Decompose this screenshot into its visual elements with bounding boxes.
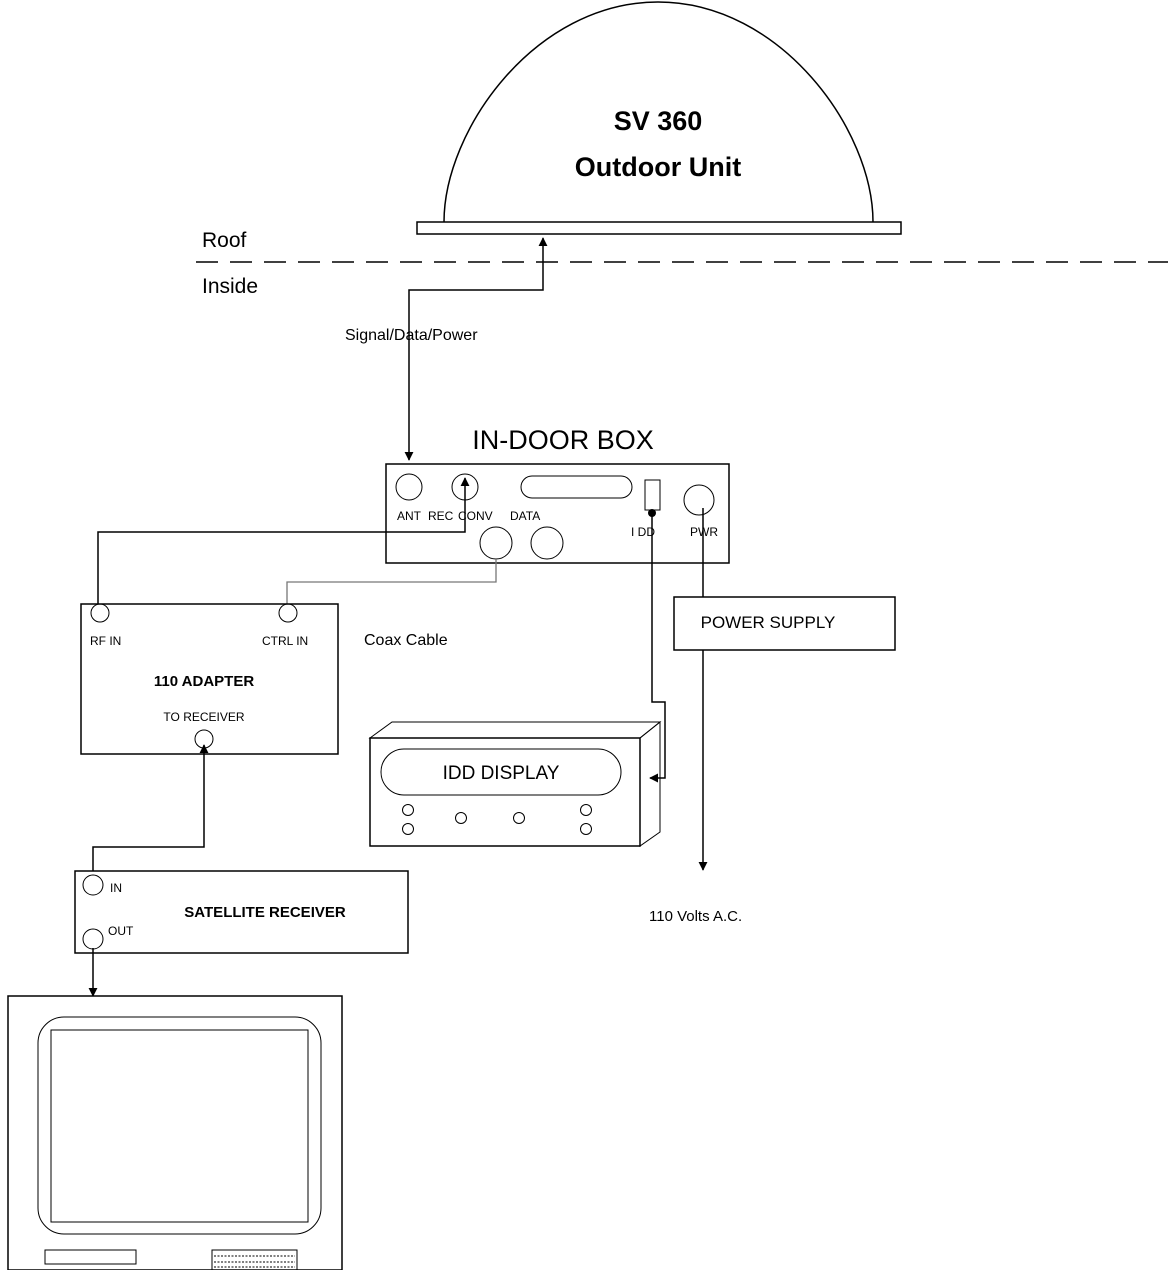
data-port-2 bbox=[530, 526, 564, 560]
rf-cable bbox=[93, 477, 470, 619]
tv-bezel bbox=[37, 1016, 322, 1235]
indoor-box-title: IN-DOOR BOX bbox=[472, 425, 654, 455]
television bbox=[7, 995, 343, 1270]
power-supply-box bbox=[673, 596, 896, 651]
receiver-in-port bbox=[82, 874, 104, 896]
idd-display: IDD DISPLAY bbox=[368, 720, 662, 847]
outdoor-unit-base bbox=[416, 221, 902, 235]
power-supply-label: POWER SUPPLY bbox=[701, 613, 836, 632]
adapter-title: 110 ADAPTER bbox=[154, 673, 254, 690]
roof-label: Roof bbox=[202, 229, 247, 252]
tv-screen bbox=[50, 1029, 309, 1223]
rf-in-label: RF IN bbox=[90, 634, 121, 648]
outdoor-unit: SV 360 Outdoor Unit bbox=[416, 1, 902, 235]
outdoor-unit-subtitle: Outdoor Unit bbox=[575, 152, 741, 182]
receiver-in-label: IN bbox=[110, 881, 122, 895]
receiver-body bbox=[74, 870, 409, 954]
idd-button-6 bbox=[580, 823, 592, 835]
idd-display-top bbox=[368, 721, 662, 739]
ctrl-cable bbox=[282, 559, 497, 617]
indoor-box: ANT REC CONV DATA I DD PWR bbox=[385, 463, 730, 564]
pwr-port bbox=[683, 484, 715, 516]
idd-display-side bbox=[639, 720, 661, 847]
receiver-title: SATELLITE RECEIVER bbox=[184, 904, 346, 921]
receiver-out-label: OUT bbox=[108, 924, 134, 938]
idd-button-2 bbox=[402, 823, 414, 835]
idd-display-label: IDD DISPLAY bbox=[443, 763, 560, 784]
rf-in-port bbox=[90, 603, 110, 623]
idd-button-5 bbox=[580, 804, 592, 816]
indoor-box-display-slot bbox=[520, 475, 633, 499]
ctrl-in-port bbox=[278, 603, 298, 623]
data-label: DATA bbox=[510, 509, 540, 523]
tv-body bbox=[7, 995, 343, 1270]
coax-cable-label: Coax Cable bbox=[364, 632, 448, 649]
idd-display-screen bbox=[380, 748, 622, 796]
tv-slot bbox=[44, 1249, 137, 1265]
inside-label: Inside bbox=[202, 275, 258, 298]
tv-control-panel bbox=[211, 1249, 298, 1270]
rec-label: REC bbox=[428, 509, 454, 523]
outdoor-unit-dome bbox=[443, 1, 874, 223]
adapter-110: RF IN CTRL IN 110 ADAPTER TO RECEIVER bbox=[80, 603, 339, 755]
pwr-label: PWR bbox=[690, 525, 718, 539]
idd-button-1 bbox=[402, 804, 414, 816]
to-receiver-label: TO RECEIVER bbox=[163, 710, 244, 724]
adapter-body bbox=[80, 603, 339, 755]
idd-label: I DD bbox=[631, 525, 655, 539]
signal-cable-label: Signal/Data/Power bbox=[345, 327, 478, 344]
conv-label: CONV bbox=[458, 509, 493, 523]
satellite-receiver: IN OUT SATELLITE RECEIVER bbox=[74, 870, 409, 954]
ant-label: ANT bbox=[397, 509, 422, 523]
mains-label: 110 Volts A.C. bbox=[649, 908, 742, 925]
idd-button-3 bbox=[455, 812, 467, 824]
idd-display-front bbox=[369, 737, 641, 847]
idd-button-4 bbox=[513, 812, 525, 824]
outdoor-unit-title: SV 360 bbox=[614, 106, 703, 136]
ctrl-in-label: CTRL IN bbox=[262, 634, 308, 648]
signal-data-power-cable bbox=[404, 237, 548, 461]
